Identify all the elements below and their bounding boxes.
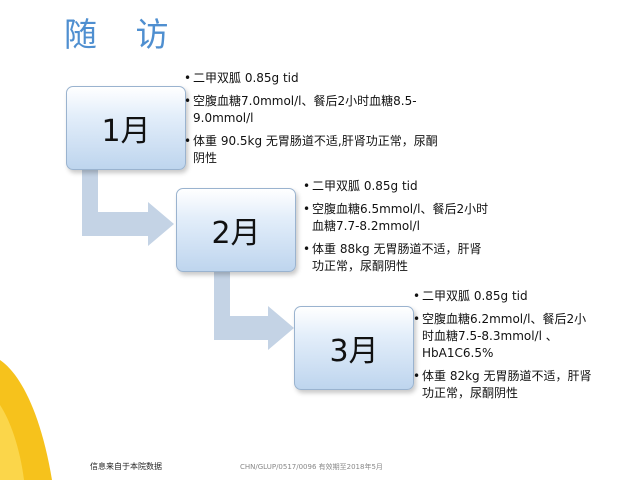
bullet-item: 空腹血糖6.5mmol/l、餐后2小时血糖7.7-8.2mmol/l (303, 201, 493, 235)
bullet-item: 二甲双胍 0.85g tid (413, 288, 593, 305)
footer-source: 信息来自于本院数据 (90, 462, 162, 471)
bullet-item: 二甲双胍 0.85g tid (303, 178, 493, 195)
bullet-item: 体重 82kg 无胃肠道不适，肝肾功正常，尿酮阴性 (413, 368, 593, 402)
step-2-bullets: 二甲双胍 0.85g tid 空腹血糖6.5mmol/l、餐后2小时血糖7.7-… (303, 178, 493, 281)
footer-code: CHN/GLUP/0517/0096 有效期至2018年5月 (240, 463, 383, 471)
arrow-2-to-3 (214, 270, 294, 350)
page-title: 随 访 (64, 15, 183, 54)
bullet-item: 体重 88kg 无胃肠道不适，肝肾功正常，尿酮阴性 (303, 241, 493, 275)
bullet-item: 空腹血糖7.0mmol/l、餐后2小时血糖8.5-9.0mmol/l (184, 93, 444, 127)
step-box-month-3: 3月 (294, 306, 414, 390)
step-box-month-2: 2月 (176, 188, 296, 272)
arrow-1-to-2 (82, 168, 174, 246)
step-1-bullets: 二甲双胍 0.85g tid 空腹血糖7.0mmol/l、餐后2小时血糖8.5-… (184, 70, 444, 173)
bullet-item: 空腹血糖6.2mmol/l、餐后2小时血糖7.5-8.3mmol/l 、HbA1… (413, 311, 593, 362)
bullet-item: 二甲双胍 0.85g tid (184, 70, 444, 87)
step-3-bullets: 二甲双胍 0.85g tid 空腹血糖6.2mmol/l、餐后2小时血糖7.5-… (413, 288, 593, 408)
bullet-item: 体重 90.5kg 无胃肠道不适,肝肾功正常，尿酮阴性 (184, 133, 444, 167)
step-box-month-1: 1月 (66, 86, 186, 170)
